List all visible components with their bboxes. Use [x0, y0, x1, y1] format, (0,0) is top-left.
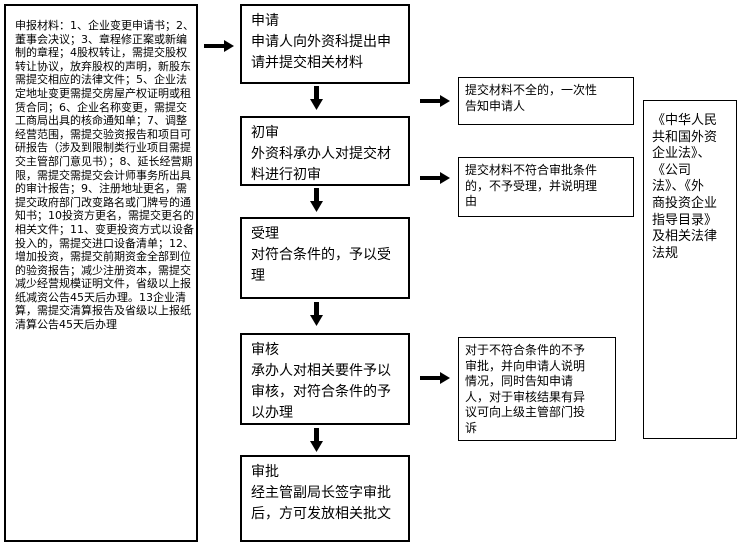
arrow-audit-to-note-complaint	[420, 372, 450, 384]
step-approve-box: 审批 经主管副局长签字审批 后，方可发放相关批文	[240, 455, 410, 542]
step-preliminary-review-body: 外资科承办人对提交材 料进行初审	[251, 146, 391, 183]
step-preliminary-review-title: 初审	[251, 125, 279, 141]
arrow-materials-to-apply	[204, 40, 234, 52]
step-preliminary-review-box: 初审 外资科承办人对提交材 料进行初审	[240, 116, 410, 186]
materials-text: 申报材料：1、企业变更申请书；2、董事会决议；3、章程修正案或新编制的章程；4股…	[15, 19, 194, 332]
step-audit-body: 承办人对相关要件予以 审核，对符合条件的予 以办理	[251, 363, 391, 421]
note-complaint-text: 对于不符合条件的不予 审批，并向申请人说明 情况，同时告知申请 人，对于审核结果…	[465, 343, 586, 435]
step-apply-title: 申请	[251, 13, 279, 29]
laws-box: 《中华人民 共和国外资 企业法》、 《公司 法》、《外 商投资企业 指导目录》 …	[643, 100, 737, 439]
step-audit-box: 审核 承办人对相关要件予以 审核，对符合条件的予 以办理	[240, 333, 410, 425]
laws-text: 《中华人民 共和国外资 企业法》、 《公司 法》、《外 商投资企业 指导目录》 …	[652, 113, 718, 261]
note-incomplete-box: 提交材料不全的，一次性 告知申请人	[458, 77, 634, 125]
step-audit-title: 审核	[251, 342, 279, 358]
arrow-apply-to-preliminary	[310, 86, 323, 110]
arrow-preliminary-to-note-reject	[420, 172, 450, 184]
step-apply-box: 申请 申请人向外资科提出申 请并提交相关材料	[240, 4, 410, 84]
step-accept-title: 受理	[251, 226, 279, 242]
note-reject-text: 提交材料不符合审批条件 的，不予受理，并说明理 由	[465, 163, 598, 208]
materials-box: 申报材料：1、企业变更申请书；2、董事会决议；3、章程修正案或新编制的章程；4股…	[4, 4, 198, 542]
arrow-preliminary-to-accept	[310, 188, 323, 212]
step-accept-box: 受理 对符合条件的，予以受 理	[240, 217, 410, 299]
step-apply-body: 申请人向外资科提出申 请并提交相关材料	[251, 34, 391, 71]
arrow-audit-to-approve	[310, 428, 323, 452]
arrow-accept-to-audit	[310, 302, 323, 326]
note-incomplete-text: 提交材料不全的，一次性 告知申请人	[465, 83, 598, 113]
note-reject-box: 提交材料不符合审批条件 的，不予受理，并说明理 由	[458, 157, 634, 217]
step-accept-body: 对符合条件的，予以受 理	[251, 247, 391, 284]
step-approve-body: 经主管副局长签字审批 后，方可发放相关批文	[251, 485, 391, 522]
step-approve-title: 审批	[251, 464, 279, 480]
note-complaint-box: 对于不符合条件的不予 审批，并向申请人说明 情况，同时告知申请 人，对于审核结果…	[458, 337, 616, 441]
arrow-apply-to-note-incomplete	[420, 95, 450, 107]
